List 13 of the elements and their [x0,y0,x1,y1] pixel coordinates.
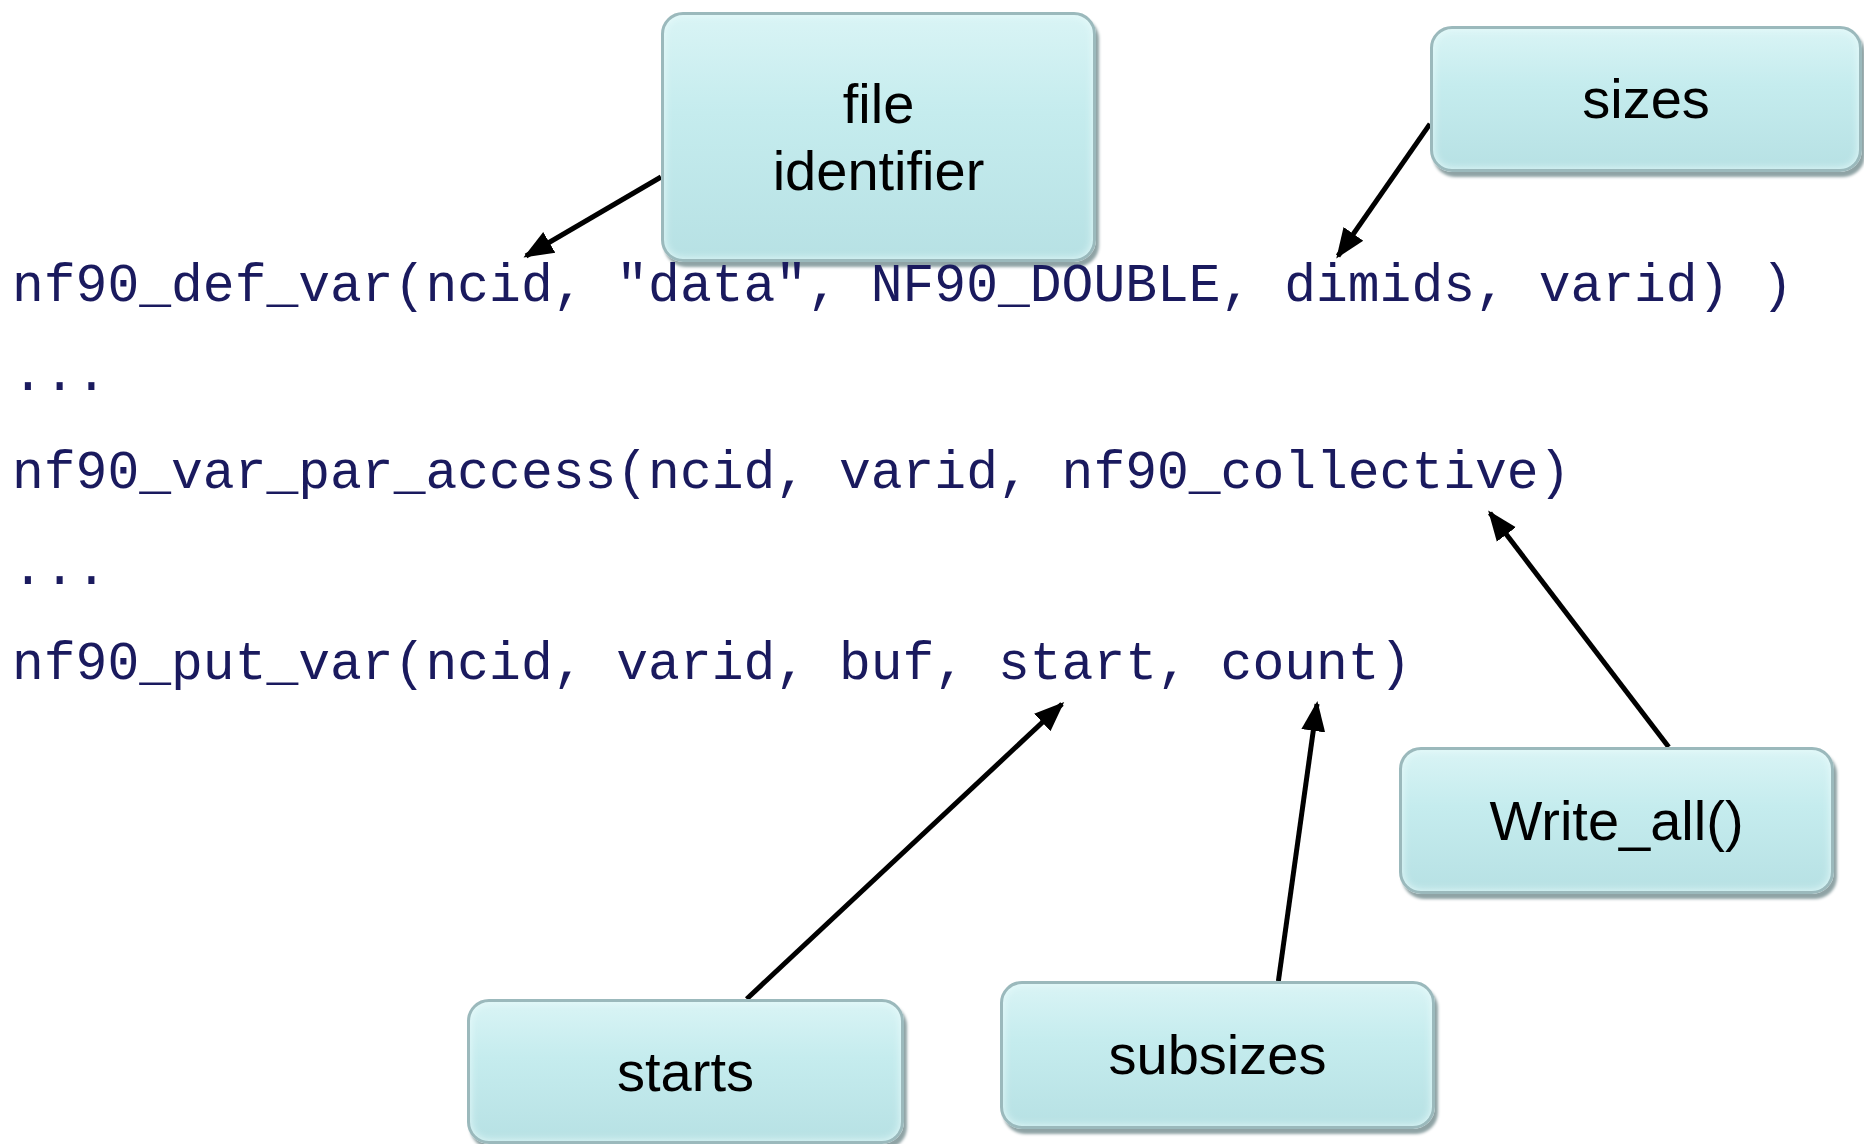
arrow [1488,510,1671,749]
callout-box: Write_all() [1399,747,1834,894]
arrow [744,701,1065,1001]
ellipsis-text: ... [12,345,108,407]
callout-box: file identifier [661,12,1096,262]
arrow [523,174,663,259]
arrow [1275,701,1326,982]
code-line: nf90_put_var(ncid, varid, buf, start, count) [12,634,1412,696]
callout-box: subsizes [1000,981,1435,1129]
code-line: nf90_var_par_access(ncid, varid, nf90_collective) [12,443,1571,505]
callout-box: starts [467,999,904,1144]
ellipsis-text: ... [12,539,108,601]
callout-box: sizes [1430,26,1862,172]
